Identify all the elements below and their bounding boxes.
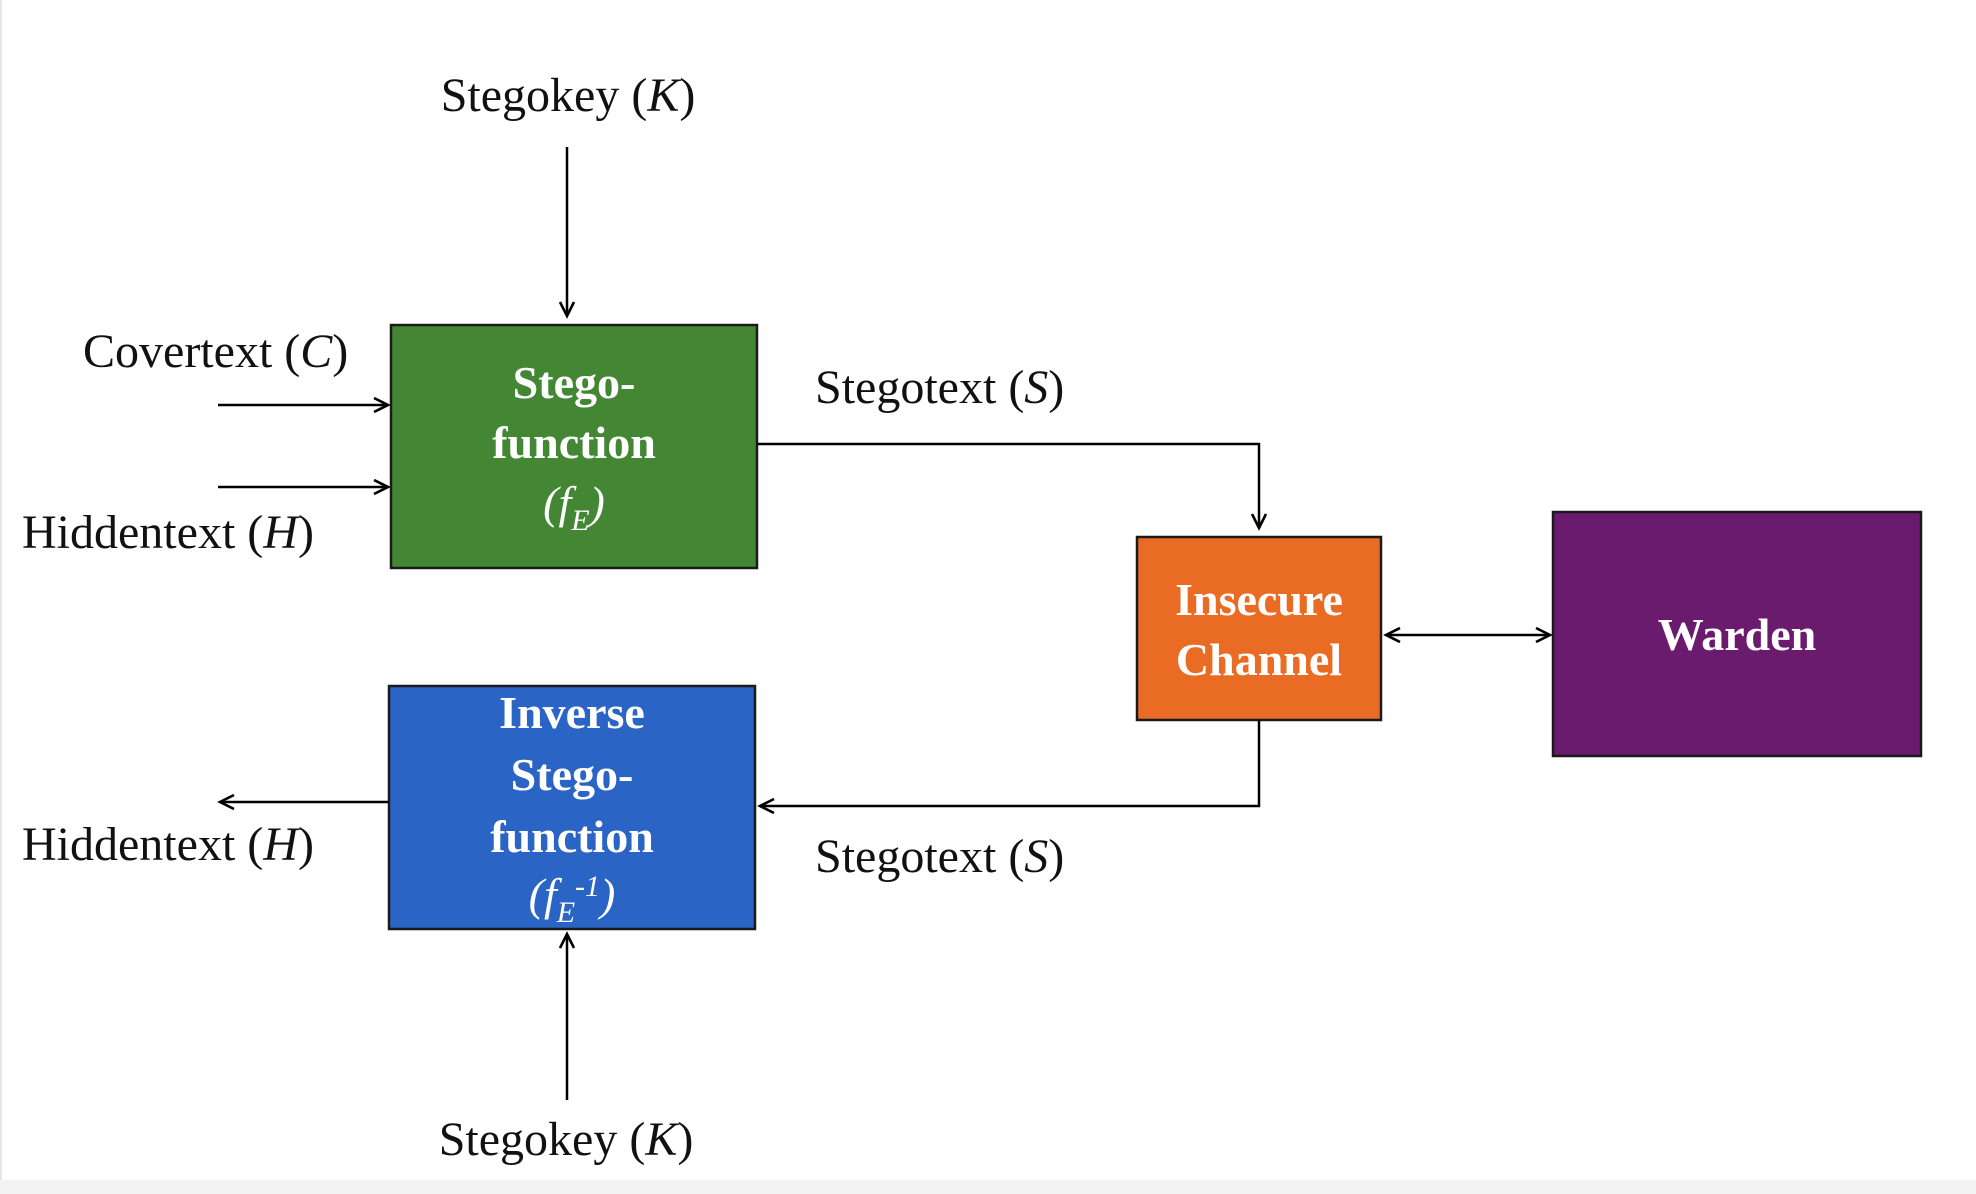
stego-function-box — [389, 323, 759, 570]
insecure-channel-label-line2: Channel — [1176, 634, 1342, 685]
warden-label: Warden — [1658, 609, 1816, 660]
inverse-stego-function-label-line3: function — [490, 811, 654, 862]
inverse-stego-function-box — [387, 684, 757, 931]
warden-box — [1551, 510, 1923, 758]
stego-function-label-line2: function — [492, 417, 656, 468]
stegokey-bottom-label: Stegokey (K) — [439, 1113, 694, 1166]
inverse-stego-function-label-line1: Inverse — [499, 687, 645, 738]
stego-function-symbol: (fE) — [543, 477, 605, 537]
stegotext-back-connector — [757, 720, 1261, 815]
insecure-channel-box — [1135, 535, 1383, 722]
inverse-stego-function-label-line2: Stego- — [511, 749, 634, 800]
stegotext-out-label: Stegotext (S) — [815, 361, 1064, 414]
bottom-band — [0, 1180, 1976, 1194]
hiddentext-out-label: Hiddentext (H) — [22, 818, 314, 871]
stegotext-out-connector — [757, 442, 1268, 531]
covertext-label: Covertext (C) — [83, 325, 348, 378]
hiddentext-in-label: Hiddentext (H) — [22, 506, 314, 559]
stegotext-back-label: Stegotext (S) — [815, 830, 1064, 883]
stego-function-label-line1: Stego- — [513, 357, 636, 408]
stegokey-top-label: Stegokey (K) — [441, 69, 696, 122]
left-border — [0, 0, 2, 1180]
inverse-stego-function-symbol: (fE-1) — [529, 869, 616, 929]
insecure-channel-label-line1: Insecure — [1175, 574, 1343, 625]
